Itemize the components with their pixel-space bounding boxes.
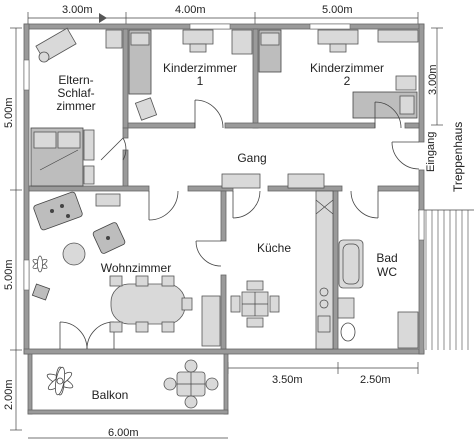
room-label-eltern-3: zimmer (56, 99, 95, 113)
armchair (33, 191, 83, 231)
room-label-gang: Gang (237, 151, 266, 165)
gang-furniture (95, 173, 325, 207)
dim-bottom-total: 6.00m (108, 427, 139, 439)
dim-top-2: 4.00m (175, 4, 206, 16)
dim-left-3: 2.00m (3, 379, 15, 410)
round-table (62, 242, 86, 266)
entrance-label: Eingang (425, 132, 437, 172)
room-label-kueche: Küche (257, 241, 291, 255)
dimension-lines (10, 12, 443, 439)
kitchen-counter (315, 190, 334, 350)
balcony (27, 349, 229, 415)
room-label-wc: WC (377, 265, 397, 279)
kueche-furniture (230, 190, 334, 350)
room-label-eltern-1: Eltern- (58, 73, 93, 87)
room-label-wohnzimmer: Wohnzimmer (101, 261, 171, 275)
dining-table (110, 283, 186, 325)
room-label-kinder2-number: 2 (344, 74, 351, 88)
plant-icon (32, 255, 48, 273)
doors (59, 99, 420, 350)
toilet (340, 322, 356, 342)
bed (128, 29, 152, 95)
dim-bottom-bath: 2.50m (360, 374, 391, 386)
stairwell-label: Treppenhaus (451, 122, 465, 192)
dim-left-1: 5.00m (3, 97, 15, 128)
arrow-icon (99, 13, 107, 23)
kinder1-furniture (128, 29, 253, 121)
room-label-balkon: Balkon (92, 388, 129, 402)
room-label-bad: Bad (376, 251, 397, 265)
room-label-kinder1: Kinderzimmer (163, 61, 237, 75)
room-label-eltern-2: Schlaf- (57, 86, 94, 100)
staircase (418, 209, 474, 350)
kinder2-furniture (258, 29, 419, 119)
wohnzimmer-furniture (31, 191, 221, 347)
dim-bottom-kitchen: 3.50m (272, 374, 303, 386)
bad-furniture (337, 239, 419, 349)
windows (23, 23, 425, 291)
dim-left-2: 5.00m (3, 259, 15, 290)
sink (337, 297, 355, 319)
room-label-kinder2: Kinderzimmer (310, 61, 384, 75)
bathtub (338, 239, 364, 289)
eltern-furniture (30, 27, 123, 187)
interior-walls (28, 28, 420, 350)
dim-top-3: 5.00m (322, 4, 353, 16)
room-label-kinder1-number: 1 (197, 74, 204, 88)
dim-top-1: 3.00m (62, 4, 93, 16)
dim-right-1: 3.00m (427, 64, 439, 95)
plant-icon (46, 366, 74, 396)
